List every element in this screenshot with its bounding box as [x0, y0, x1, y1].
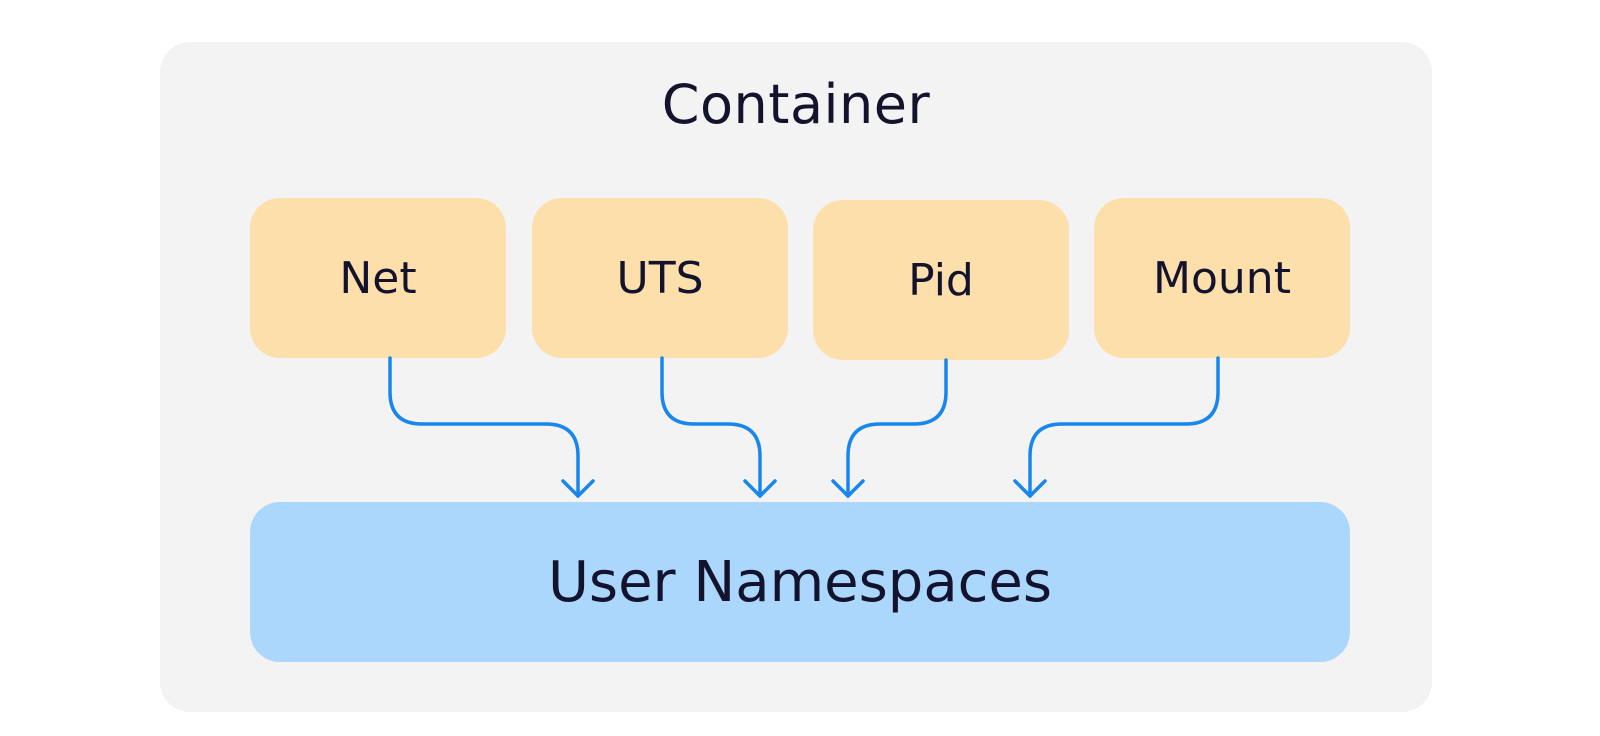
pid-namespace-box: Pid — [813, 200, 1069, 360]
mount-namespace-box: Mount — [1094, 198, 1350, 358]
container-title: Container — [661, 73, 931, 136]
mount-namespace-label: Mount — [1153, 252, 1291, 304]
uts-namespace-box: UTS — [532, 198, 788, 358]
pid-namespace-label: Pid — [908, 254, 974, 306]
user-namespaces-box: User Namespaces — [250, 502, 1350, 662]
net-namespace-box: Net — [250, 198, 506, 358]
net-namespace-label: Net — [339, 252, 417, 304]
user-namespaces-label: User Namespaces — [547, 549, 1053, 615]
uts-namespace-label: UTS — [616, 252, 704, 304]
